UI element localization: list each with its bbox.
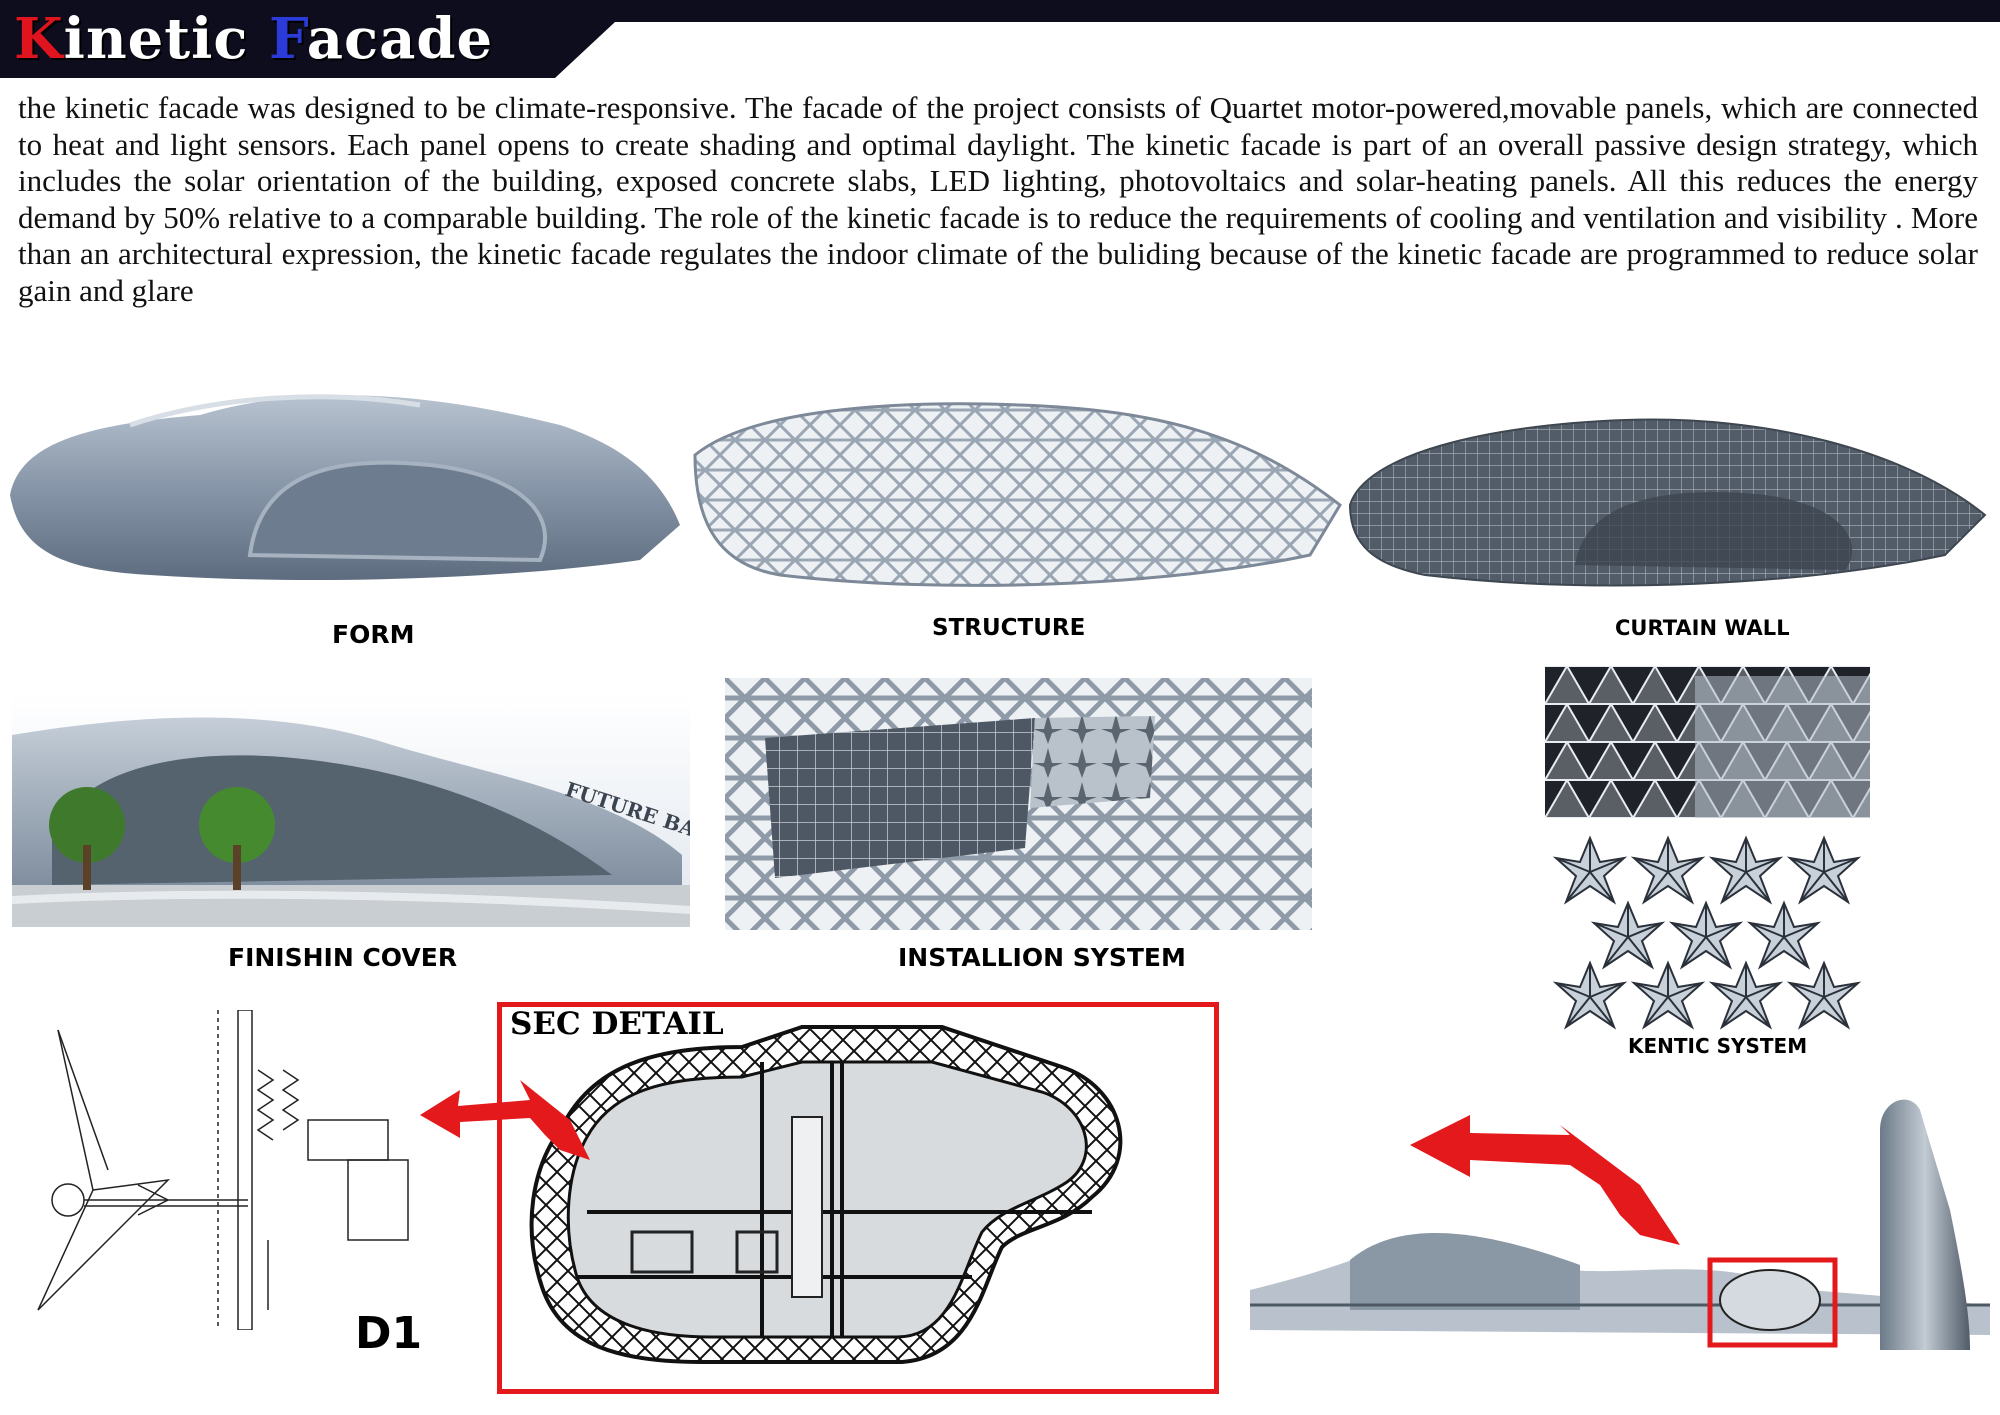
kinetic-system-render [1550,832,1870,1032]
installation-system-label: INSTALLION SYSTEM [898,943,1186,972]
header-bar-shape [0,0,2000,78]
section-detail-frame [497,1002,1219,1394]
kinetic-closeup-render [1545,666,1870,818]
structure-render [690,395,1345,595]
form-label: FORM [332,620,415,649]
intro-paragraph: the kinetic facade was designed to be cl… [18,90,1978,308]
section-detail-label: SEC DETAIL [510,1006,724,1042]
form-render [0,385,690,600]
arrow-to-detail-icon [420,1060,610,1180]
detail-d1-drawing [18,1010,458,1330]
detail-d1-label: D1 [355,1308,423,1359]
structure-label: STRUCTURE [932,615,1086,641]
curtain-wall-render [1345,405,1990,605]
installation-system-render [725,678,1312,930]
curtain-wall-label: CURTAIN WALL [1615,616,1790,640]
finishing-cover-render: FUTURE BANK [12,695,690,927]
finishing-cover-label: FINISHIN COVER [228,943,458,972]
site-elevation-render [1250,1090,1990,1370]
page-title: Kinetic Facade [14,6,494,72]
kinetic-system-label: KENTIC SYSTEM [1628,1034,1808,1058]
arrow-to-section-icon [1410,1115,1710,1255]
header-banner [0,0,2000,78]
